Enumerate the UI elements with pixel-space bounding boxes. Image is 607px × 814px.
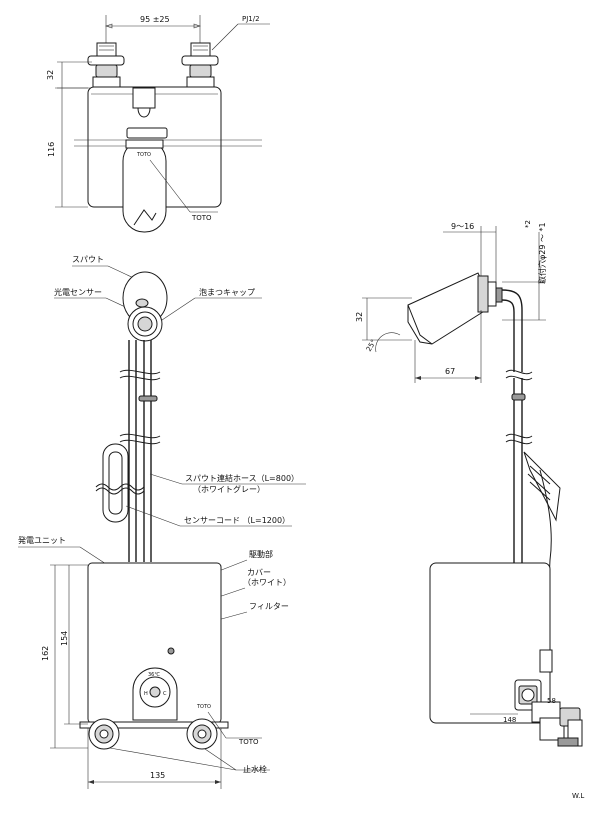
dim-inlet-height: 32 [46,70,55,80]
label-water-line: W.L [572,792,584,800]
top-view: 95 ±25 PJ1/2 32 116 [46,15,270,233]
front-view: スパウト 光電センサー 泡まつキャップ スパウト連結ホ [18,255,306,789]
dim-mount-hole-note: *2 [524,220,532,228]
dial-c: C [163,691,167,697]
label-cover-color: （ホワイト） [243,578,291,587]
label-stop-valve: 止水栓 [243,764,267,774]
dim-unit-height-outer: 162 [41,646,50,661]
label-drive-part: 駆動部 [249,549,273,559]
dial-h: H [144,691,148,697]
hose-clip-side [523,451,561,522]
dim-unit-height-inner: 154 [60,631,69,646]
dial-temp-mark: 36℃ [148,672,160,678]
dim-mount-hole: 取付穴φ29 ～ *1 [537,222,547,284]
label-photo-sensor: 光電センサー [54,287,102,297]
dim-body-height: 116 [47,142,56,157]
label-spout-hose: スパウト連結ホース（L=800） [185,473,299,483]
dim-valve-height: 148 [503,716,516,724]
label-cover: カバー [247,568,271,577]
label-spout-hose-color: （ホワイトグレー） [193,484,265,494]
inlet-fitting-left [96,42,117,57]
brand-mark-small: TOTO [136,152,151,158]
dim-depth-range: 9～16 [451,222,474,231]
dim-unit-width: 135 [150,771,165,780]
label-brand-top: TOTO [191,214,212,222]
side-view: 9～16 取付穴φ29 ～ *1 *2 32 25° 67 [355,220,584,800]
inlet-fitting-right [190,42,211,57]
dim-spout-reach: 67 [445,367,455,376]
dim-spout-drop: 32 [355,312,364,322]
label-generator-unit: 発電ユニット [18,536,66,545]
dim-pitch: 95 ±25 [140,15,170,24]
label-filter: フィルター [249,602,289,611]
dim-valve-offset: 58 [547,697,556,705]
label-spout: スパウト [72,255,104,264]
label-sensor-cord: センサーコード （L=1200） [184,516,290,525]
label-thread: PJ1/2 [242,15,260,23]
label-foam-cap: 泡まつキャップ [199,287,255,297]
label-brand-bottom: TOTO [238,738,259,746]
panel-brand: TOTO [196,704,211,710]
